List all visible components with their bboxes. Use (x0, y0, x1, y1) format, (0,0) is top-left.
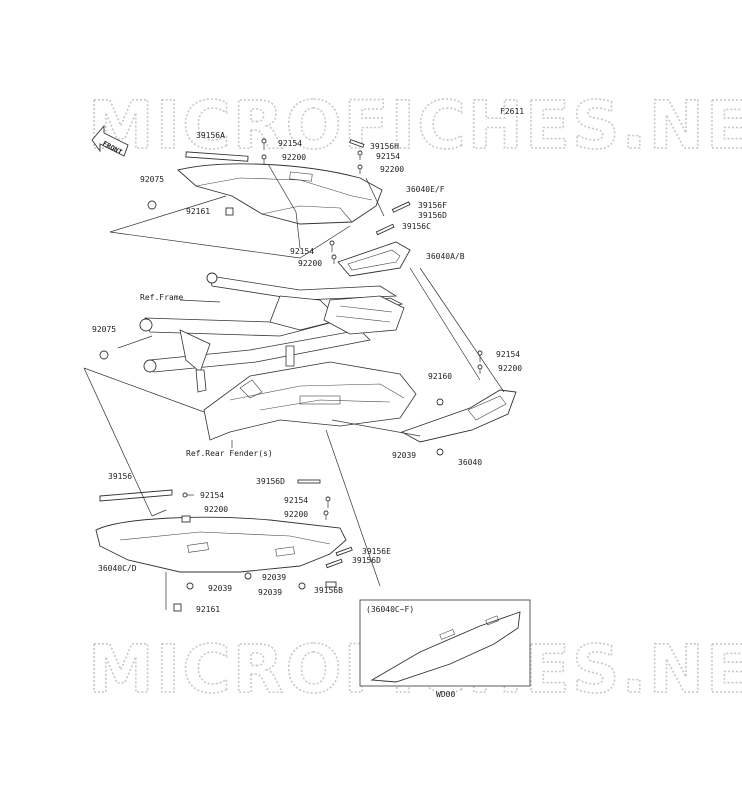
part-label: 92200 (282, 153, 306, 162)
part-label: 39156A (196, 131, 225, 140)
grommet-92075-top (147, 200, 157, 210)
frame-illustration (139, 272, 405, 393)
part-label: 92154 (376, 152, 400, 161)
tail-cover-36040 (400, 350, 517, 456)
part-label: 39156D (352, 556, 381, 565)
part-label: 92200 (298, 259, 322, 268)
screws-lower (173, 479, 353, 612)
inset-code: WD00 (436, 690, 455, 699)
ref-rear-fender-label: Ref.Rear Fender(s) (186, 449, 273, 458)
part-label: 92200 (204, 505, 228, 514)
bracket-36040AB (337, 241, 411, 277)
part-label: 92039 (258, 588, 282, 597)
part-label: 92039 (392, 451, 416, 460)
part-label: 36040C/D (98, 564, 137, 573)
part-label: 39156F (418, 201, 447, 210)
inset-box (359, 599, 531, 687)
part-label: 92154 (200, 491, 224, 500)
part-label: 36040A/B (426, 252, 465, 261)
ref-frame-label: Ref.Frame (140, 293, 184, 302)
leader-lines (83, 163, 505, 610)
watermark-top: MICROFICHES.NET (88, 87, 742, 164)
rear-fender-illustration (203, 361, 417, 441)
part-label: 39156C (402, 222, 431, 231)
strip-39156A (185, 151, 249, 162)
inset-label: (36040C~F) (366, 605, 414, 614)
part-label: 92154 (496, 350, 520, 359)
part-label: 92161 (196, 605, 220, 614)
part-label: 92161 (186, 207, 210, 216)
part-label: 92160 (428, 372, 452, 381)
part-label: 92200 (380, 165, 404, 174)
screws-top (261, 138, 411, 264)
side-cover-36040CD (95, 516, 347, 573)
part-label: 92200 (284, 510, 308, 519)
part-label: 39156E (362, 547, 391, 556)
diagram-code: F2611 (500, 107, 524, 116)
part-label: 92039 (262, 573, 286, 582)
part-label: 39156D (256, 477, 285, 486)
part-label: 92154 (284, 496, 308, 505)
part-label: 36040E/F (406, 185, 445, 194)
part-label: 92075 (140, 175, 164, 184)
part-label: 39156 (108, 472, 132, 481)
part-label: 39156D (418, 211, 447, 220)
seat-cover-top (177, 163, 383, 225)
part-label: 92154 (278, 139, 302, 148)
part-label: 92200 (498, 364, 522, 373)
part-label: 92075 (92, 325, 116, 334)
part-labels: 39156A 92154 92200 39156H 92154 92200 92… (92, 131, 522, 614)
grommet-92075-mid (99, 350, 109, 360)
nut-92161-top (225, 207, 234, 216)
part-label: 92154 (290, 247, 314, 256)
part-label: 39156H (370, 142, 399, 151)
part-label: 39156B (314, 586, 343, 595)
strip-39156 (99, 489, 173, 502)
part-label: 92039 (208, 584, 232, 593)
part-label: 36040 (458, 458, 482, 467)
